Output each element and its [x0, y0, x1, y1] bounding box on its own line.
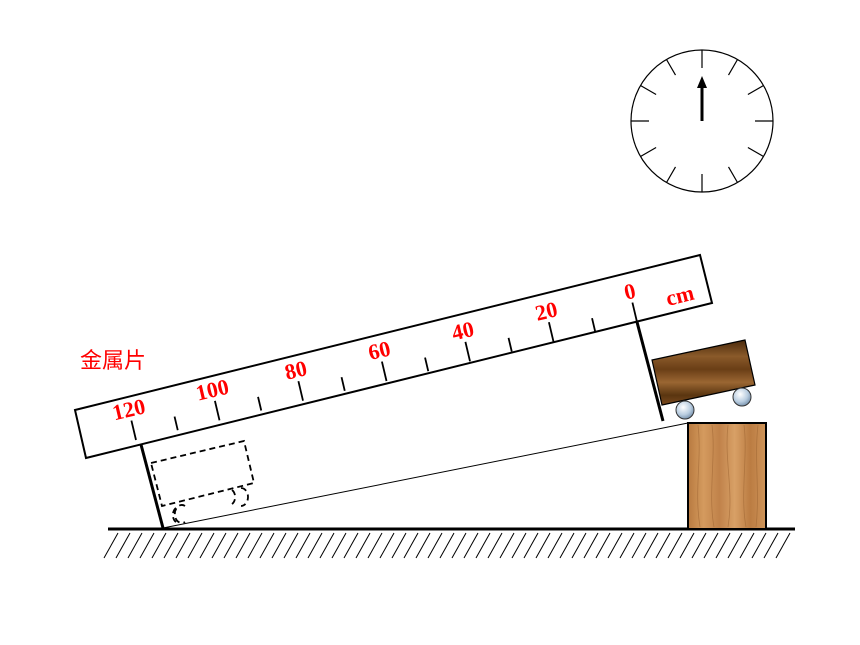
stopwatch-tick: [747, 84, 764, 96]
ground: [103, 527, 795, 559]
ruler-tick: [257, 396, 263, 411]
hatch-line: [247, 532, 263, 559]
hatch-line: [571, 532, 587, 559]
hatch-line: [175, 532, 191, 559]
cart-wheel-front: [675, 400, 695, 420]
metal-sheet-top: [635, 321, 665, 422]
stopwatch-tick: [640, 84, 657, 96]
ground-hatching: [103, 532, 791, 559]
metal-sheet-label: 金属片: [80, 349, 146, 374]
hatch-line: [679, 532, 695, 559]
incline-track: [162, 422, 689, 529]
stopwatch: [630, 49, 774, 193]
ruler-tick: [130, 420, 137, 441]
hatch-line: [607, 532, 623, 559]
hatch-line: [391, 532, 407, 559]
hatch-line: [211, 532, 227, 559]
dashed-cart-outline: [149, 439, 256, 524]
stopwatch-tick: [665, 166, 677, 183]
hatch-line: [103, 532, 119, 559]
hatch-line: [367, 532, 383, 559]
hatch-line: [463, 532, 479, 559]
hatch-line: [739, 532, 755, 559]
cart-wheel-rear: [732, 387, 752, 407]
hatch-line: [595, 532, 611, 559]
hatch-line: [655, 532, 671, 559]
hatch-line: [763, 532, 779, 559]
hatch-line: [295, 532, 311, 559]
hatch-line: [667, 532, 683, 559]
hatch-line: [535, 532, 551, 559]
metal-sheet-bottom: [137, 436, 165, 529]
ruler-tick: [631, 302, 638, 323]
hatch-line: [127, 532, 143, 559]
stopwatch-tick: [727, 59, 739, 76]
wooden-support-block: [687, 422, 767, 530]
ruler-tick: [381, 361, 388, 382]
hatch-line: [343, 532, 359, 559]
hatch-line: [547, 532, 563, 559]
hatch-line: [415, 532, 431, 559]
hatch-line: [511, 532, 527, 559]
hatch-line: [451, 532, 467, 559]
hatch-line: [691, 532, 707, 559]
hatch-line: [715, 532, 731, 559]
hatch-line: [331, 532, 347, 559]
ruler-tick: [591, 317, 597, 333]
hatch-line: [139, 532, 155, 559]
hatch-line: [187, 532, 203, 559]
hatch-line: [619, 532, 635, 559]
ruler-tick: [548, 321, 555, 342]
hatch-line: [751, 532, 767, 559]
hatch-line: [379, 532, 395, 559]
hatch-line: [163, 532, 179, 559]
hatch-line: [235, 532, 251, 559]
stopwatch-tick: [665, 59, 677, 76]
hatch-line: [223, 532, 239, 559]
hatch-line: [307, 532, 323, 559]
hatch-line: [271, 532, 287, 559]
hatch-line: [427, 532, 443, 559]
hatch-line: [559, 532, 575, 559]
stopwatch-hand-tip: [697, 76, 707, 88]
hatch-line: [727, 532, 743, 559]
hatch-line: [151, 532, 167, 559]
ruler-ticks: [130, 302, 638, 441]
hatch-line: [439, 532, 455, 559]
ruler-tick: [340, 376, 346, 392]
hatch-line: [523, 532, 539, 559]
cart: [651, 339, 756, 420]
ruler-tick: [507, 337, 513, 352]
hatch-line: [631, 532, 647, 559]
ruler-tick: [424, 357, 430, 372]
hatch-line: [499, 532, 515, 559]
hatch-line: [115, 532, 131, 559]
hatch-line: [703, 532, 719, 559]
ruler-tick: [464, 341, 471, 362]
stopwatch-tick: [747, 146, 764, 158]
hatch-line: [259, 532, 275, 559]
hatch-line: [355, 532, 371, 559]
hatch-line: [403, 532, 419, 559]
ruler-tick: [297, 380, 304, 401]
hatch-line: [475, 532, 491, 559]
hatch-line: [199, 532, 215, 559]
hatch-line: [283, 532, 299, 559]
hatch-line: [487, 532, 503, 559]
ruler-body: [73, 253, 714, 460]
hatch-line: [775, 532, 791, 559]
hatch-line: [319, 532, 335, 559]
hatch-line: [583, 532, 599, 559]
wood-grain: [697, 424, 759, 528]
cart-body: [651, 339, 756, 406]
stopwatch-tick: [640, 146, 657, 158]
hatch-line: [643, 532, 659, 559]
ruler-tick: [173, 416, 179, 431]
stopwatch-tick: [727, 166, 739, 183]
ruler-tick: [214, 400, 221, 421]
stopwatch-ticks: [631, 50, 773, 192]
